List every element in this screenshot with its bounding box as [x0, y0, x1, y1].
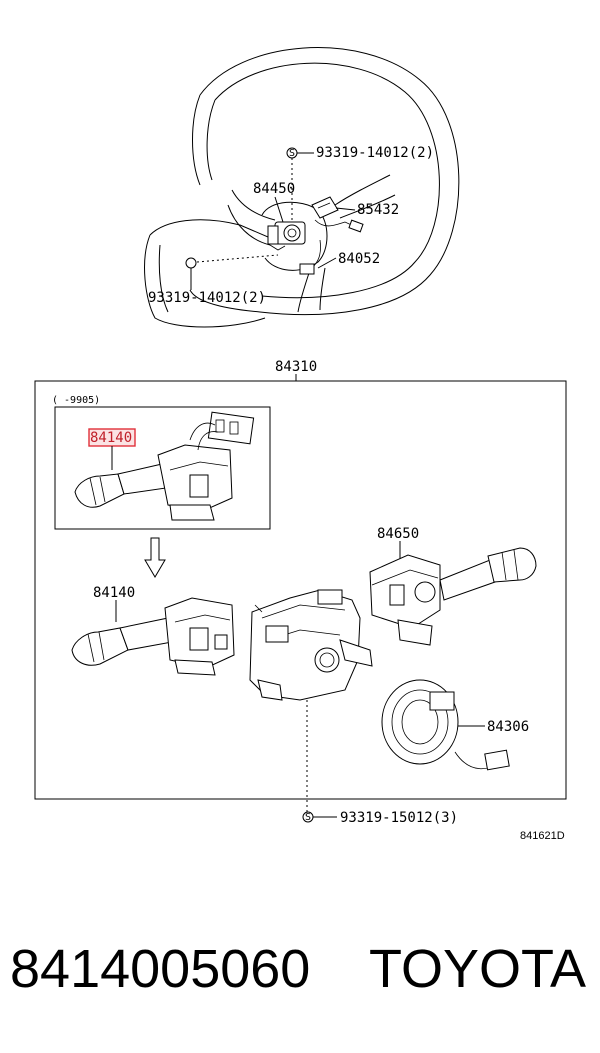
- part-84306: 84306: [381, 679, 529, 771]
- screw-symbol-bottom: S: [305, 812, 311, 823]
- label-84650: 84650: [377, 526, 419, 542]
- screw-symbol: S: [289, 148, 295, 159]
- label-84306: 84306: [487, 719, 529, 735]
- part-number: 8414005060: [10, 939, 311, 999]
- brand-name: TOYOTA: [368, 939, 586, 999]
- steering-callouts: S 93319-14012(2) 84450 85432 84052 93319…: [148, 145, 434, 306]
- part-84140-lower: 84140: [71, 585, 235, 676]
- label-date-range: ( -9905): [52, 395, 100, 406]
- label-screw-bottom: 93319-15012(3): [340, 810, 458, 826]
- down-arrow-icon: [144, 537, 166, 578]
- switch-body: [249, 589, 373, 812]
- figure-reference: 841621D: [520, 830, 565, 842]
- label-84140-lower: 84140: [93, 585, 135, 601]
- dated-variant-box: ( -9905) 84140: [52, 395, 271, 530]
- label-84450: 84450: [253, 181, 295, 197]
- label-84052: 84052: [338, 251, 380, 267]
- label-bolt-top: 93319-14012(2): [316, 145, 434, 161]
- part-84650: 84650: [369, 526, 537, 646]
- steering-wheel-drawing: [144, 47, 460, 328]
- assembly-84310: 84310: [34, 359, 567, 800]
- product-footer: 8414005060 TOYOTA: [0, 930, 600, 1020]
- screw-callout: S 93319-15012(3): [302, 810, 458, 826]
- label-84140-highlighted[interactable]: 84140: [90, 430, 132, 446]
- label-bolt-left: 93319-14012(2): [148, 290, 266, 306]
- label-84310: 84310: [275, 359, 317, 375]
- label-85432: 85432: [357, 202, 399, 218]
